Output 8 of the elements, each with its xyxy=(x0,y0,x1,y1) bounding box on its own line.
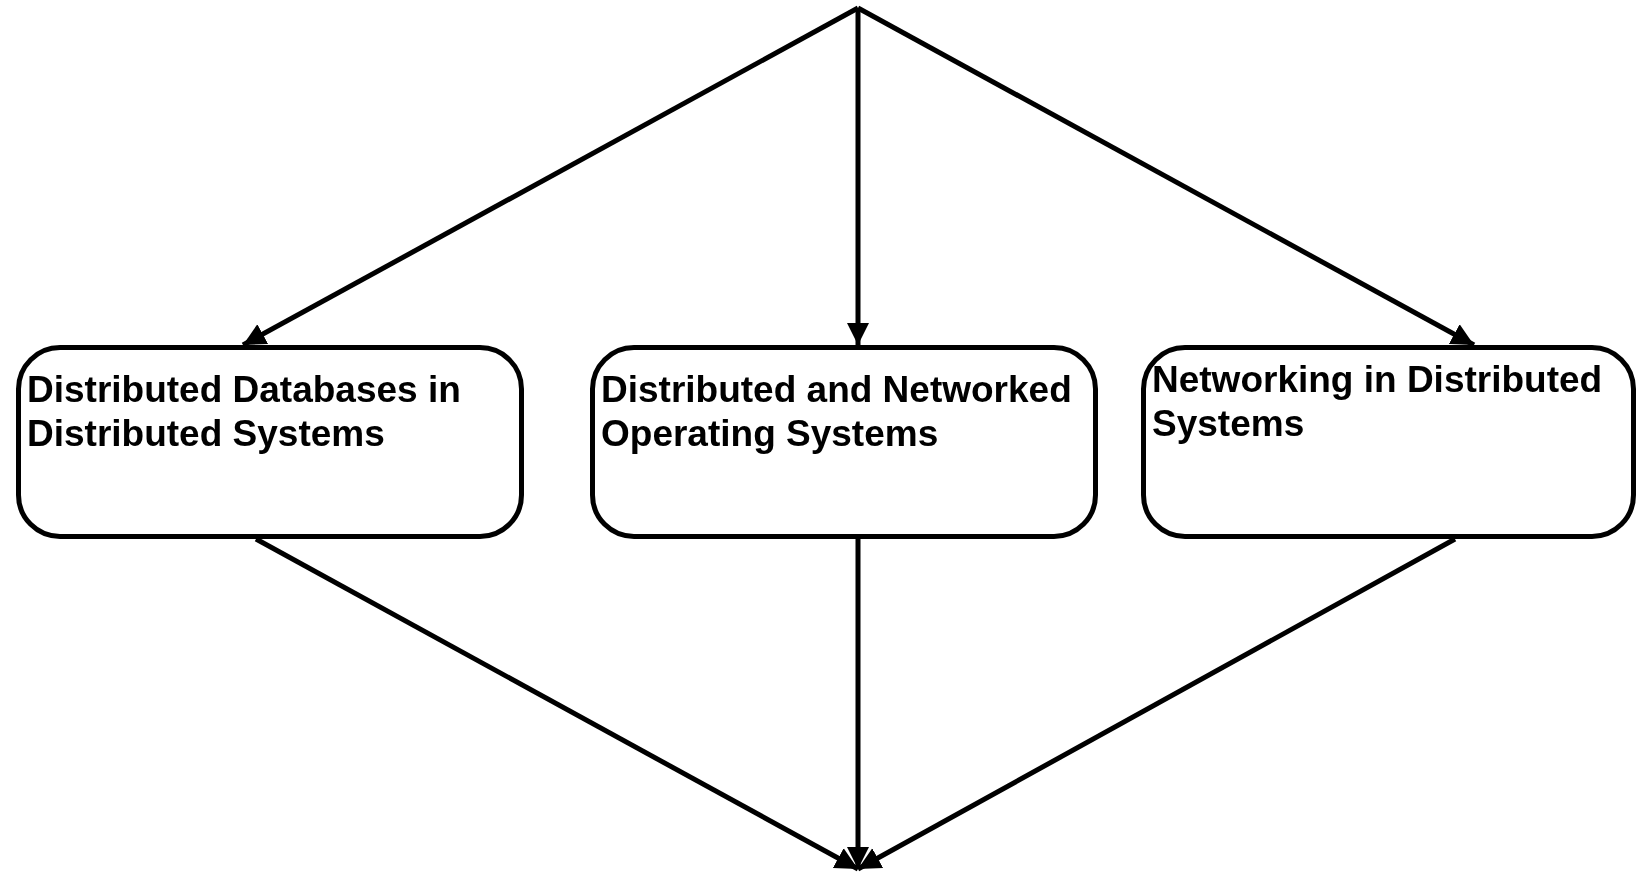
box-label: Networking in Distributed Systems xyxy=(1152,358,1604,447)
arrow xyxy=(846,539,870,869)
rounded-box xyxy=(16,345,524,539)
box-label: Distributed Databases in Distributed Systems xyxy=(27,368,462,457)
rounded-box xyxy=(590,345,1098,539)
rounded-box xyxy=(1141,345,1636,539)
box-label: Distributed and Networked Operating Systems xyxy=(601,368,1073,457)
arrow xyxy=(846,8,870,345)
